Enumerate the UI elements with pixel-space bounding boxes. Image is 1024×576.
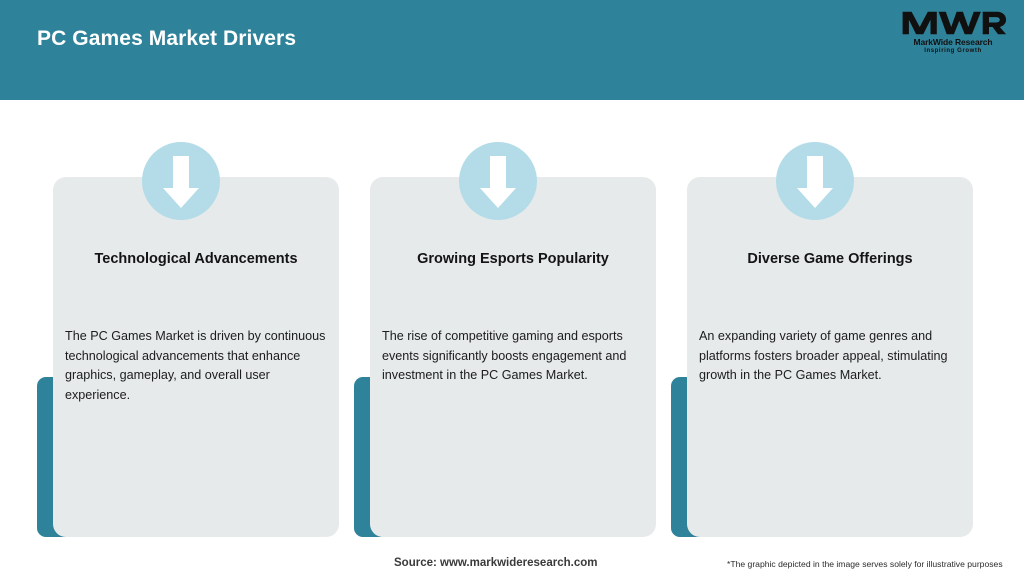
- card-body: Technological Advancements The PC Games …: [53, 177, 339, 537]
- arrow-down-icon: [459, 142, 537, 220]
- driver-card: Technological Advancements The PC Games …: [37, 142, 339, 537]
- driver-card: Growing Esports Popularity The rise of c…: [354, 142, 656, 537]
- mwr-monogram-icon: [898, 9, 1008, 36]
- card-badge: [142, 142, 220, 220]
- card-description: The rise of competitive gaming and espor…: [382, 329, 627, 382]
- card-badge: [459, 142, 537, 220]
- card-badge: [776, 142, 854, 220]
- arrow-down-icon: [776, 142, 854, 220]
- page-title: PC Games Market Drivers: [37, 27, 297, 50]
- card-description: An expanding variety of game genres and …: [699, 329, 948, 382]
- logo-tagline: Inspiring Growth: [924, 48, 982, 54]
- arrow-down-icon: [142, 142, 220, 220]
- driver-card: Diverse Game Offerings An expanding vari…: [671, 142, 973, 537]
- disclaimer-label: *The graphic depicted in the image serve…: [727, 559, 1003, 569]
- source-label: Source: www.markwideresearch.com: [394, 557, 598, 569]
- logo-company-name: MarkWide Research: [913, 37, 993, 47]
- card-title: Growing Esports Popularity: [417, 251, 609, 267]
- brand-logo: MarkWide Research Inspiring Growth: [898, 9, 1008, 57]
- card-body: Growing Esports Popularity The rise of c…: [370, 177, 656, 537]
- card-title: Diverse Game Offerings: [747, 251, 913, 267]
- card-title: Technological Advancements: [94, 251, 298, 267]
- header-bar: PC Games Market Drivers MarkWide Researc…: [0, 0, 1024, 100]
- card-description: The PC Games Market is driven by continu…: [65, 329, 326, 402]
- card-body: Diverse Game Offerings An expanding vari…: [687, 177, 973, 537]
